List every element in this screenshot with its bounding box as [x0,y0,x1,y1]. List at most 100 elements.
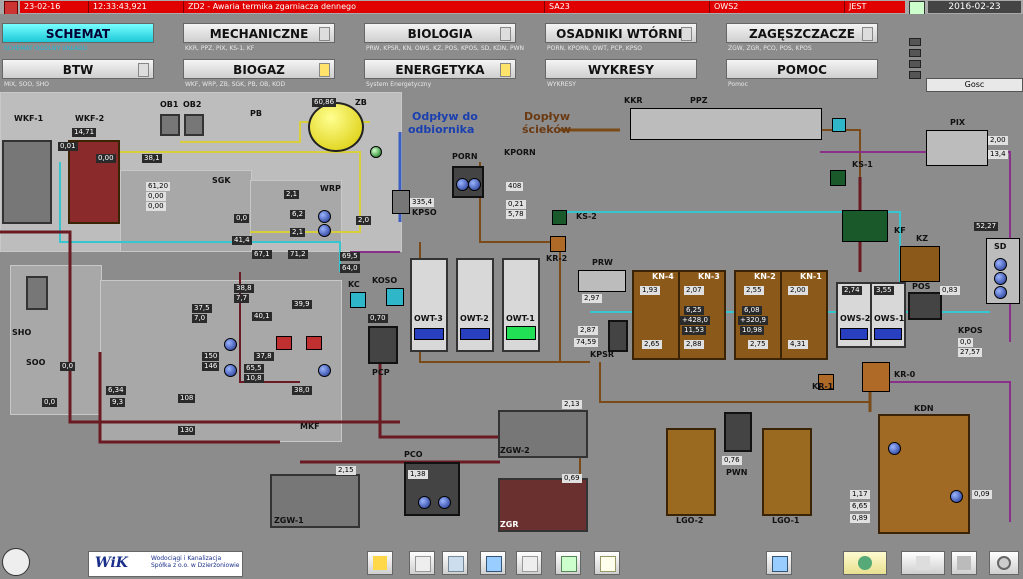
alarm-list-icon[interactable] [909,1,925,15]
tank-wkf2[interactable] [68,140,120,224]
gauge-icon[interactable] [2,548,30,576]
toolbar-doc-button[interactable] [409,551,435,575]
unit-kr0[interactable] [862,362,890,392]
pump-pco-2[interactable] [438,496,451,509]
tank-zgw1[interactable] [270,474,360,528]
gas-valve-icon[interactable] [370,146,382,158]
value-soo-1: 0,0 [60,362,76,371]
tank-wkf1[interactable] [2,140,52,224]
tank-ob2[interactable] [184,114,204,136]
nav-btw-button[interactable]: BTW [2,59,154,79]
pump-pco-1[interactable] [418,496,431,509]
toolbar-power-button[interactable] [989,551,1019,575]
toolbar-list-button[interactable] [442,551,468,575]
label-ppz: PPZ [690,96,708,105]
unit-kr1[interactable] [818,374,834,390]
toolbar-users-button[interactable] [951,551,977,575]
nav-wykresy-sub: WYKRESY [547,81,576,88]
unit-pix[interactable] [926,130,988,166]
tank-pwn[interactable] [724,412,752,452]
label-ob2: OB2 [183,100,202,109]
nav-zageszczacze-sub: ZGW, ZGR, PCO, POS, KPOS [728,45,812,52]
unit-kpso[interactable] [392,190,410,214]
pump-wrp-1[interactable] [318,210,331,223]
unit-ks1[interactable] [830,170,846,186]
pump-porn-2[interactable] [468,178,481,191]
schematic-area: WKF-1 WKF-2 14,71 0,01 0,00 38,1 OB1 OB2… [0,92,1023,543]
tank-zgw2[interactable] [498,410,588,458]
unit-ks2[interactable] [552,210,567,225]
value-wrp-1: 2,1 [284,190,300,199]
user-field[interactable]: Gosc [926,78,1023,92]
nav-biogaz-sub: WKF, WRP, ZB, SGK, PB, OB, KOD [185,81,286,88]
nav-biologia-button[interactable]: BIOLOGIA [364,23,516,43]
pump-kdn-1[interactable] [888,442,901,455]
value-sgk-3: 0,00 [146,202,166,211]
alarm-message-row[interactable]: 23-02-16 12:33:43,921 ZD2 - Awaria termi… [20,1,905,13]
pump-mkf-3[interactable] [318,364,331,377]
toolbar-folder-button[interactable] [367,551,393,575]
toolbar-view-button[interactable] [766,551,792,575]
value-mkf-12: 38,0 [292,386,312,395]
nav-wykresy-button[interactable]: WYKRESY [545,59,697,79]
document-icon [319,63,330,77]
value-mkf-7: 150 [202,352,220,361]
tank-pos[interactable] [908,292,942,320]
pump-wrp-2[interactable] [318,224,331,237]
unit-ppz-out[interactable] [832,118,846,132]
toolbar-ack-button[interactable] [901,551,945,575]
label-kpsr: KPSR [590,350,614,359]
pump-mkf-2[interactable] [224,364,237,377]
label-sgk: SGK [212,176,231,185]
unit-sd[interactable] [986,238,1020,304]
label-wkf1: WKF-1 [14,114,44,123]
label-kn1: KN-1 [800,272,822,281]
toolbar-edit-button[interactable] [516,551,542,575]
value-kdn-3: 0,89 [850,514,870,523]
unit-kr2[interactable] [550,236,566,252]
tank-zgr[interactable] [498,478,588,532]
pump-mkf-1[interactable] [224,338,237,351]
nav-energetyka-button[interactable]: ENERGETYKA [364,59,516,79]
value-kporn-flow: 408 [506,182,524,191]
tank-lgo2[interactable] [666,428,716,516]
pump-kdn-2[interactable] [950,490,963,503]
unit-kc[interactable] [350,292,366,308]
value-mkf-10: 65,5 [244,364,264,373]
nav-zageszczacze-button[interactable]: ZAGĘSZCZACZE [726,23,878,43]
value-kn2-1: 2,55 [744,286,764,295]
toolbar-sound-button[interactable] [843,551,887,575]
tank-ob1[interactable] [160,114,180,136]
heat-exchanger-1[interactable] [276,336,292,350]
tank-kdn[interactable] [878,414,970,534]
nav-biogaz-button[interactable]: BIOGAZ [183,59,335,79]
nav-mechaniczne-button[interactable]: MECHANICZNE [183,23,335,43]
tank-pcp[interactable] [368,326,398,364]
pump-sd-3[interactable] [994,286,1007,299]
unit-kf[interactable] [842,210,888,242]
toolbar-monitor-button[interactable] [480,551,506,575]
value-kpsr-2: 74,59 [574,338,599,347]
label-owt2: OWT-2 [460,314,489,323]
toolbar-report-button[interactable] [555,551,581,575]
value-zgw2: 2,13 [562,400,582,409]
value-pos: 0,83 [940,286,960,295]
unit-ppz[interactable] [630,108,822,140]
pump-sd-1[interactable] [994,258,1007,271]
unit-kz[interactable] [900,246,940,282]
heat-exchanger-2[interactable] [306,336,322,350]
toolbar-table-button[interactable] [594,551,620,575]
alarm-indicator-icon[interactable] [4,1,18,15]
value-temp-671: 67,1 [252,250,272,259]
nav-schemat-button[interactable]: SCHEMAT [2,23,154,43]
gas-holder-zb[interactable] [308,102,364,152]
tank-lgo1[interactable] [762,428,812,516]
pump-sd-2[interactable] [994,272,1007,285]
silo-mix[interactable] [26,276,48,310]
unit-prw[interactable] [578,270,626,292]
tank-kpsr[interactable] [608,320,628,352]
value-kdn-1: 1,17 [850,490,870,499]
unit-koso[interactable] [386,288,404,306]
nav-osadniki-button[interactable]: OSADNIKI WTÓRNE [545,23,697,43]
nav-pomoc-button[interactable]: POMOC [726,59,878,79]
